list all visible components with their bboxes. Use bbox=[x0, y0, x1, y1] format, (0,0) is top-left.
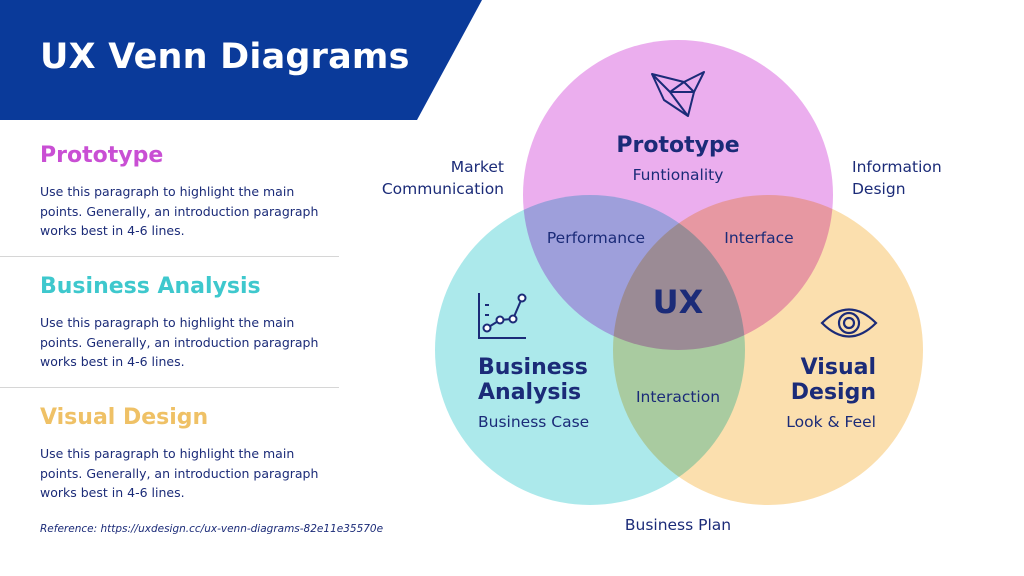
section-body-business-analysis: Use this paragraph to highlight the main… bbox=[40, 315, 319, 369]
venn-subtitle-visual-design: Look & Feel bbox=[786, 413, 876, 431]
section-body-prototype: Use this paragraph to highlight the main… bbox=[40, 184, 319, 238]
center-label-ux: UX bbox=[653, 283, 704, 321]
venn-circle-visual-design bbox=[613, 195, 923, 505]
section-title-prototype: Prototype bbox=[40, 143, 164, 168]
reference-text: Reference: https://uxdesign.cc/ux-venn-d… bbox=[40, 523, 384, 535]
origami-bird-icon bbox=[651, 71, 705, 117]
section-title-visual-design: Visual Design bbox=[40, 405, 209, 430]
overlap-label-interface: Interface bbox=[724, 229, 793, 247]
outer-label-information-design: Information Design bbox=[852, 156, 942, 200]
section-business-analysis: Business Analysis Use this paragraph to … bbox=[40, 274, 340, 372]
venn-subtitle-prototype: Funtionality bbox=[633, 166, 724, 184]
page-title: UX Venn Diagrams bbox=[40, 37, 410, 77]
section-divider bbox=[0, 256, 339, 257]
outer-label-line: Information bbox=[852, 158, 942, 176]
outer-label-line: Market bbox=[450, 158, 504, 176]
venn-subtitle-business-analysis: Business Case bbox=[478, 413, 589, 431]
header-banner: UX Venn Diagrams bbox=[0, 0, 482, 120]
venn-title-business-analysis-line2: Analysis bbox=[478, 380, 581, 405]
section-divider bbox=[0, 387, 339, 388]
outer-label-line: Design bbox=[852, 180, 906, 198]
eye-icon bbox=[820, 308, 878, 338]
section-title-business-analysis: Business Analysis bbox=[40, 274, 261, 299]
venn-title-prototype: Prototype bbox=[616, 133, 739, 158]
venn-title-visual-design-line1: Visual bbox=[801, 355, 876, 380]
venn-title-business-analysis-line1: Business bbox=[478, 355, 588, 380]
overlap-label-performance: Performance bbox=[547, 229, 645, 247]
section-body-visual-design: Use this paragraph to highlight the main… bbox=[40, 446, 319, 500]
banner-shape bbox=[0, 0, 482, 120]
outer-label-line: Communication bbox=[381, 180, 504, 198]
overlap-label-interaction: Interaction bbox=[636, 388, 720, 406]
outer-label-market-communication: Market Communication bbox=[382, 156, 504, 200]
venn-title-visual-design-line2: Design bbox=[791, 380, 876, 405]
section-visual-design: Visual Design Use this paragraph to high… bbox=[40, 405, 340, 503]
section-prototype: Prototype Use this paragraph to highligh… bbox=[40, 143, 340, 241]
outer-label-business-plan: Business Plan bbox=[624, 516, 732, 534]
line-chart-icon bbox=[478, 293, 527, 339]
